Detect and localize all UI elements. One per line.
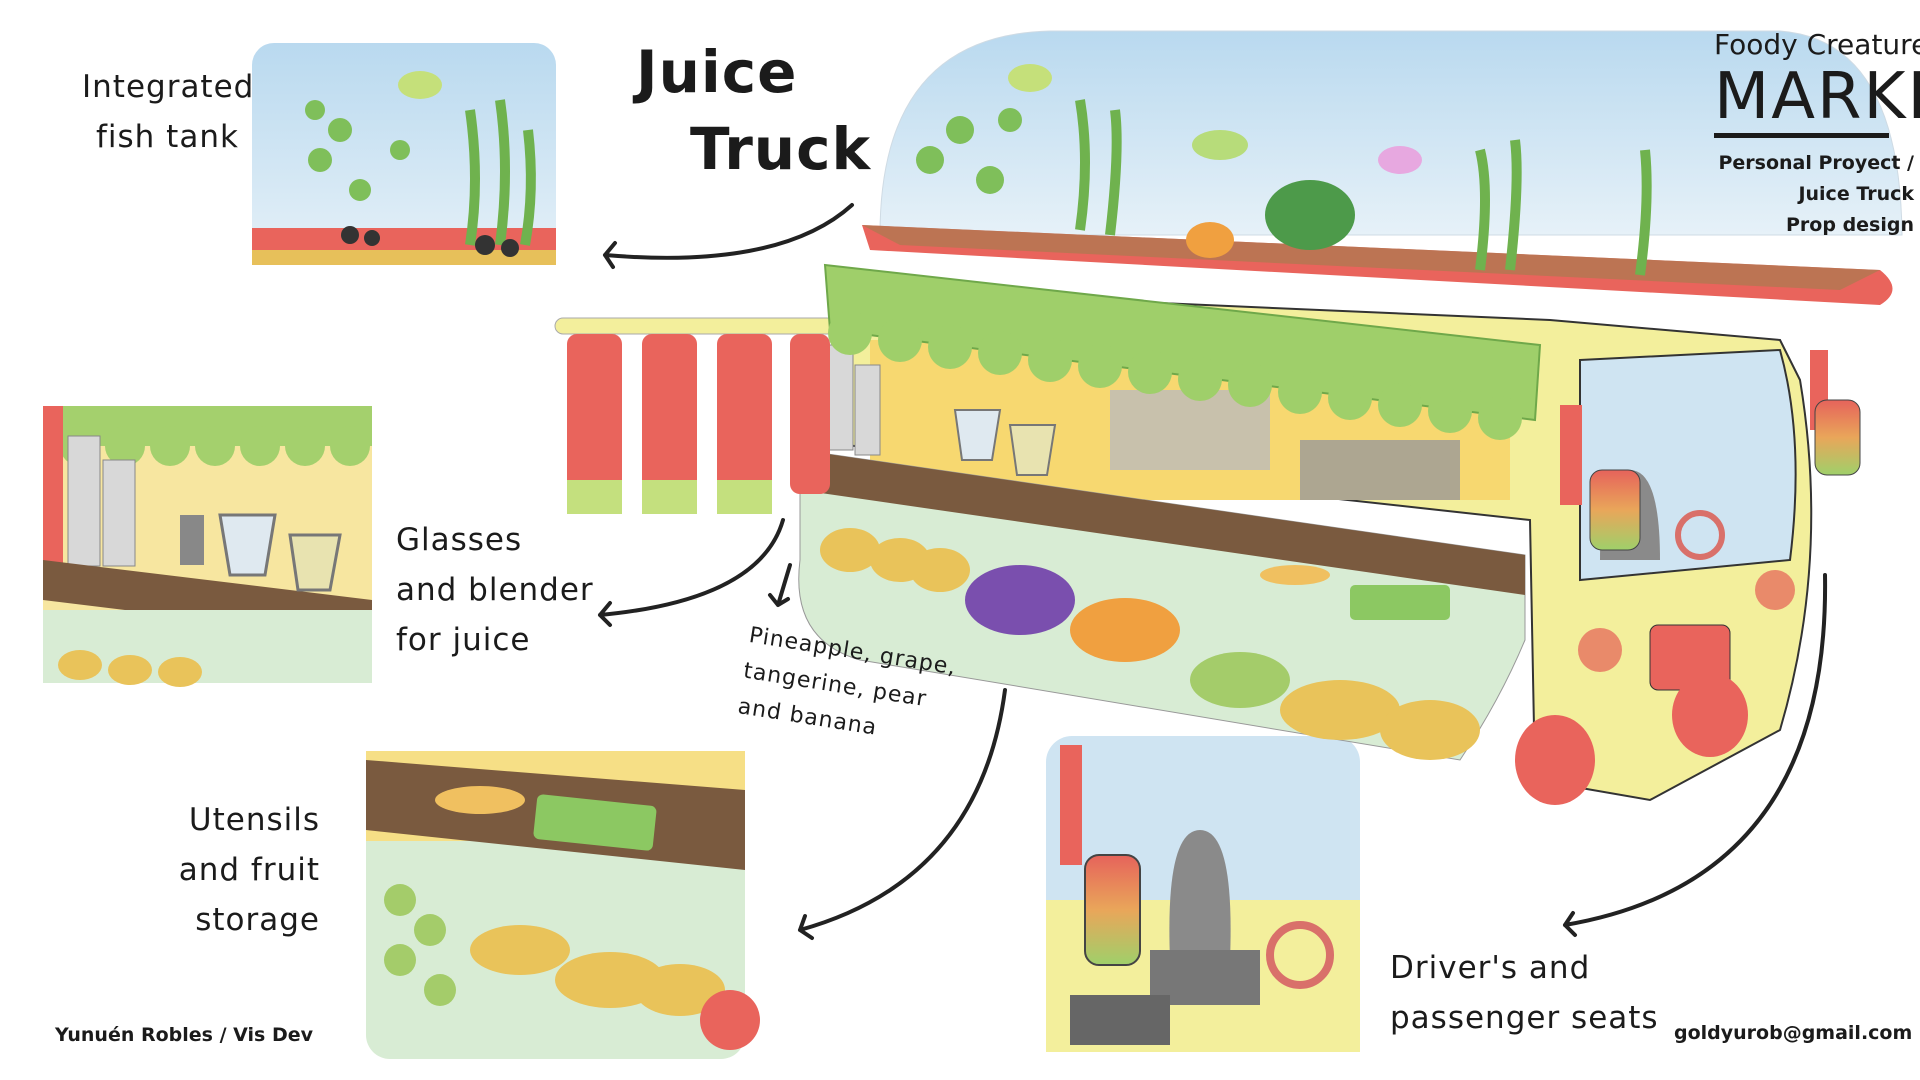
project-line-2: Juice Truck [1798, 183, 1914, 205]
contact-email: goldyurob@gmail.com [1674, 1022, 1913, 1044]
callout-fish-tank: Integrated fish tank [82, 62, 254, 162]
utensils-panel [366, 751, 760, 1059]
callout-line: fish tank [96, 119, 239, 155]
callout-glasses: Glasses and blender for juice [396, 515, 594, 665]
callout-line: storage [195, 902, 320, 938]
title-line-2: Truck [690, 115, 872, 183]
project-info: Personal Proyect / Juice Truck Prop desi… [1714, 148, 1914, 241]
callout-line: passenger seats [1390, 1000, 1659, 1036]
callout-line: and blender [396, 572, 594, 608]
callout-utensils: Utensils and fruit storage [179, 795, 320, 945]
artist-credit: Yunuén Robles / Vis Dev [55, 1024, 313, 1046]
callout-line: Utensils [188, 802, 320, 838]
callout-line: Integrated [82, 69, 255, 105]
callout-seats: Driver's and passenger seats [1390, 943, 1659, 1043]
glasses-panel [43, 406, 372, 687]
callout-line: Glasses [396, 522, 523, 558]
logo-subtitle: Foody Creatures [1714, 28, 1920, 61]
fish-tank-panel [252, 43, 556, 265]
title-line-1: Juice [636, 38, 798, 106]
juice-truck [554, 30, 1903, 805]
callout-line: Driver's and [1390, 950, 1591, 986]
brand-logo: Foody Creatures MARKET Personal Proyect … [1714, 28, 1920, 241]
logo-title: MARKET [1714, 61, 1920, 138]
callout-line: and fruit [178, 852, 320, 888]
callout-arrows [598, 203, 1828, 940]
project-line-3: Prop design [1786, 214, 1914, 236]
callout-line: for juice [396, 622, 531, 658]
driver-seats-panel [1046, 736, 1360, 1052]
project-line-1: Personal Proyect / [1718, 152, 1914, 174]
